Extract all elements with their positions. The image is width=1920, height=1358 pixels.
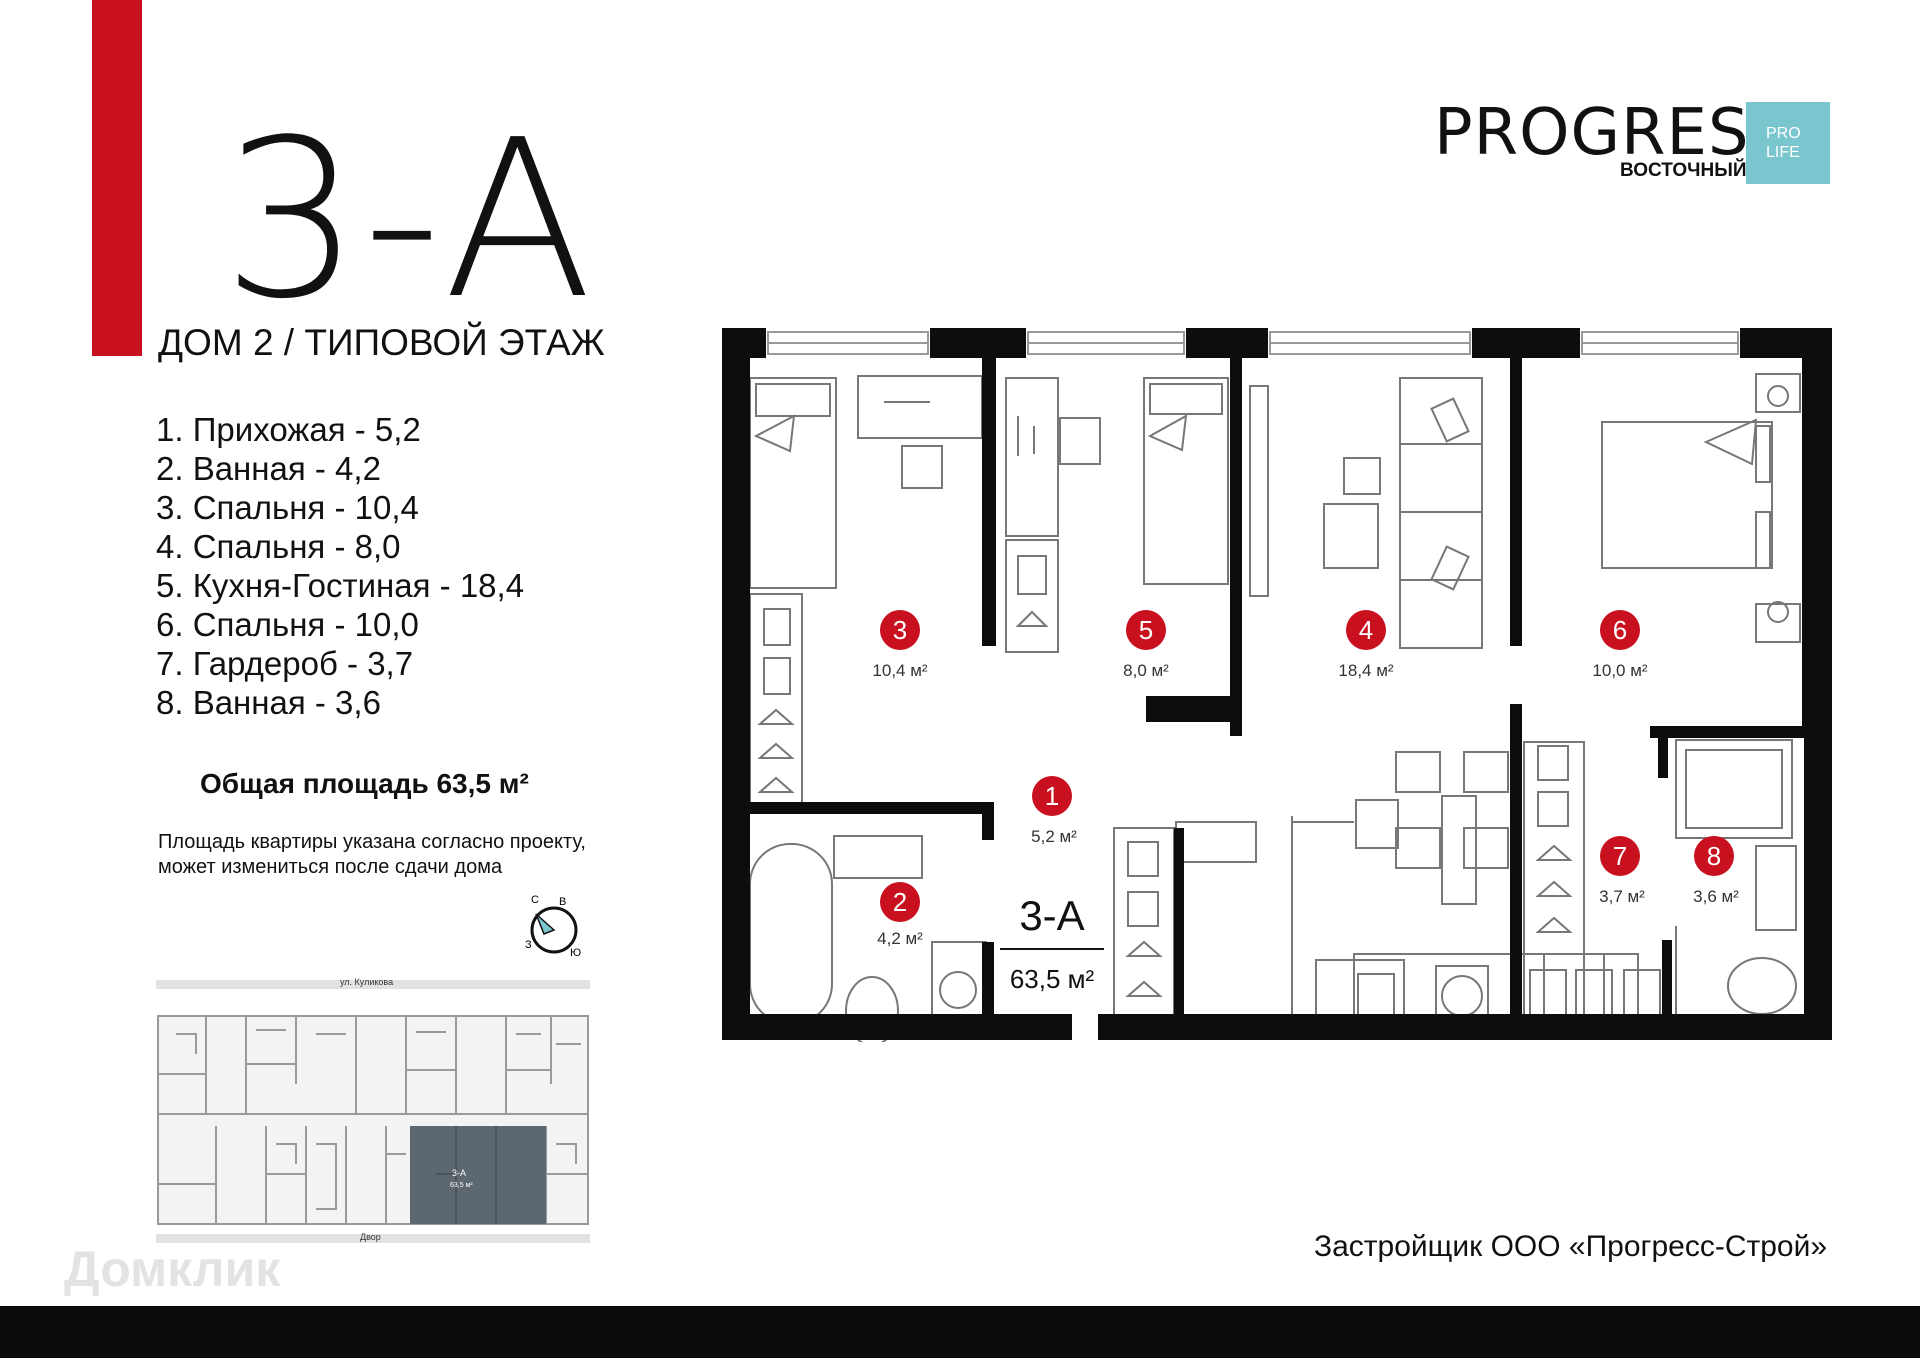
red-accent-bar bbox=[92, 0, 142, 356]
compass-icon: С В Ю З bbox=[525, 894, 581, 959]
room-list-item: 1. Прихожая - 5,2 bbox=[156, 411, 421, 448]
room-marker-5: 5 8,0 м² bbox=[1123, 610, 1169, 680]
svg-text:2: 2 bbox=[893, 887, 907, 917]
plan-apartment-area: 63,5 м² bbox=[1010, 964, 1095, 994]
room-markers: 3 10,4 м² 5 8,0 м² 4 18,4 м² 6 10,0 м² 1 bbox=[872, 610, 1739, 948]
room-list-item: 2. Ванная - 4,2 bbox=[156, 450, 381, 487]
watermark: Домклик bbox=[64, 1241, 281, 1297]
svg-text:8: 8 bbox=[1707, 841, 1721, 871]
mini-plan-area: 63,5 м² bbox=[450, 1182, 473, 1189]
total-area: Общая площадь 63,5 м² bbox=[200, 768, 529, 799]
room-marker-3: 3 10,4 м² bbox=[872, 610, 928, 680]
wall-layer bbox=[722, 328, 1832, 1040]
badge-pro: PRO bbox=[1766, 125, 1801, 142]
bottom-bar bbox=[0, 1306, 1920, 1358]
room-list-item: 7. Гардероб - 3,7 bbox=[156, 645, 414, 682]
yard-label: Двор bbox=[360, 1232, 381, 1242]
disclaimer-line: Площадь квартиры указана согласно проект… bbox=[158, 831, 586, 853]
mini-plan-label: 3-А bbox=[452, 1168, 466, 1178]
building-mini-plan: ул. Куликова Двор 3-А 63,5 м² bbox=[156, 977, 590, 1243]
pro-life-badge: PRO LIFE bbox=[1746, 102, 1830, 184]
room-list-item: 6. Спальня - 10,0 bbox=[156, 606, 419, 643]
brand-district: ВОСТОЧНЫЙ bbox=[1620, 160, 1747, 181]
svg-text:3: 3 bbox=[893, 615, 907, 645]
room-list-item: 8. Ванная - 3,6 bbox=[156, 684, 381, 721]
compass-west: З bbox=[525, 939, 532, 951]
room-marker-2: 2 4,2 м² bbox=[877, 882, 923, 948]
room-area-label: 10,4 м² bbox=[872, 661, 927, 680]
room-area-label: 3,6 м² bbox=[1693, 887, 1739, 906]
window-layer bbox=[767, 331, 1739, 355]
room-list-item: 5. Кухня-Гостиная - 18,4 bbox=[156, 567, 525, 604]
plan-apartment-label: 3-А bbox=[1019, 892, 1084, 939]
room-area-label: 10,0 м² bbox=[1592, 661, 1647, 680]
compass-east: В bbox=[559, 896, 566, 908]
compass-north: С bbox=[531, 894, 539, 906]
room-area-label: 18,4 м² bbox=[1338, 661, 1393, 680]
badge-life: LIFE bbox=[1766, 144, 1800, 161]
room-area-label: 4,2 м² bbox=[877, 929, 923, 948]
disclaimer-line: может измениться после сдачи дома bbox=[158, 856, 503, 878]
building-floor-subtitle: ДОМ 2 / ТИПОВОЙ ЭТАЖ bbox=[158, 322, 605, 363]
room-list: 1. Прихожая - 5,2 2. Ванная - 4,2 3. Спа… bbox=[156, 410, 524, 722]
area-disclaimer: Площадь квартиры указана согласно проект… bbox=[158, 830, 638, 880]
room-marker-8: 8 3,6 м² bbox=[1693, 836, 1739, 906]
street-label: ул. Куликова bbox=[340, 977, 393, 987]
brand-logo-text: PROGRESS bbox=[1434, 96, 1792, 170]
room-marker-6: 6 10,0 м² bbox=[1592, 610, 1648, 680]
room-list-item: 4. Спальня - 8,0 bbox=[156, 528, 401, 565]
apartment-title: 3-А bbox=[222, 94, 595, 347]
svg-text:5: 5 bbox=[1139, 615, 1153, 645]
room-area-label: 3,7 м² bbox=[1599, 887, 1645, 906]
room-marker-4: 4 18,4 м² bbox=[1338, 610, 1394, 680]
svg-text:4: 4 bbox=[1359, 615, 1373, 645]
svg-text:7: 7 bbox=[1613, 841, 1627, 871]
room-list-item: 3. Спальня - 10,4 bbox=[156, 489, 419, 526]
developer-credit: Застройщик ООО «Прогресс-Строй» bbox=[1314, 1230, 1828, 1263]
room-marker-1: 1 5,2 м² bbox=[1031, 776, 1077, 846]
compass-south: Ю bbox=[570, 947, 581, 959]
svg-text:6: 6 bbox=[1613, 615, 1627, 645]
apartment-floor-plan: 3 10,4 м² 5 8,0 м² 4 18,4 м² 6 10,0 м² 1 bbox=[722, 328, 1832, 1042]
room-area-label: 5,2 м² bbox=[1031, 827, 1077, 846]
svg-text:1: 1 bbox=[1045, 781, 1059, 811]
room-area-label: 8,0 м² bbox=[1123, 661, 1169, 680]
room-marker-7: 7 3,7 м² bbox=[1599, 836, 1645, 906]
